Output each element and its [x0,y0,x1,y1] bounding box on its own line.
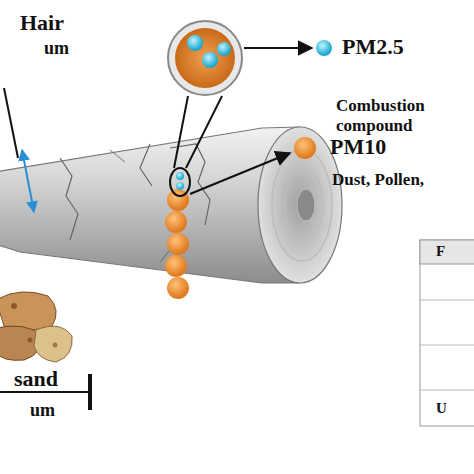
dimension-unit: um [30,400,55,421]
table-cell: U [436,400,447,417]
particle-source: Dust, Pollen, [332,170,424,190]
particle-name: PM10 [330,134,386,159]
material-name: sand [14,366,58,391]
particle-source: Combustion compound [336,96,470,135]
particle-name: PM2.5 [342,34,404,59]
structure-name: Hair [20,10,64,35]
dimension-unit: um [44,38,69,59]
table-cell: F [436,243,445,260]
